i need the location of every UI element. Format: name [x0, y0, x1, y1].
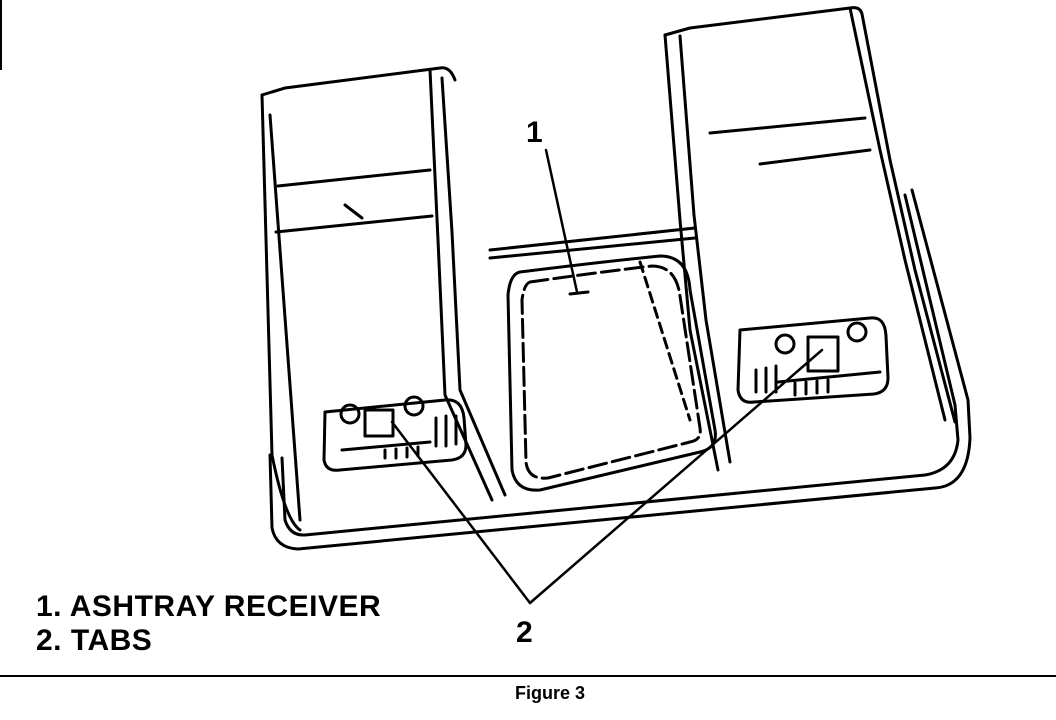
- leader-lines: [390, 148, 824, 605]
- figure-caption: Figure 3: [514, 683, 585, 703]
- callout-tabs: 2: [516, 616, 533, 649]
- tabs-leader-right: [528, 348, 824, 605]
- legend: 1. ASHTRAY RECEIVER 2. TABS: [36, 590, 381, 658]
- scan-edge-mark: [0, 0, 2, 70]
- left-tab-housing: [322, 395, 468, 472]
- callout-ashtray-receiver: 1: [526, 116, 543, 149]
- console-base: [268, 188, 972, 551]
- divider-rule: [0, 675, 1056, 677]
- tabs-leader-left: [390, 420, 532, 605]
- left-pillar: [260, 66, 507, 532]
- back-wall: [488, 226, 697, 260]
- right-tab-housing: [736, 316, 890, 404]
- ashtray-receiver-cavity: [506, 254, 717, 492]
- receiver-leader: [544, 148, 579, 294]
- right-pillar: [663, 6, 957, 472]
- legend-item-ashtray-receiver: 1. ASHTRAY RECEIVER: [36, 590, 382, 623]
- legend-item-tabs: 2. TABS: [36, 624, 153, 657]
